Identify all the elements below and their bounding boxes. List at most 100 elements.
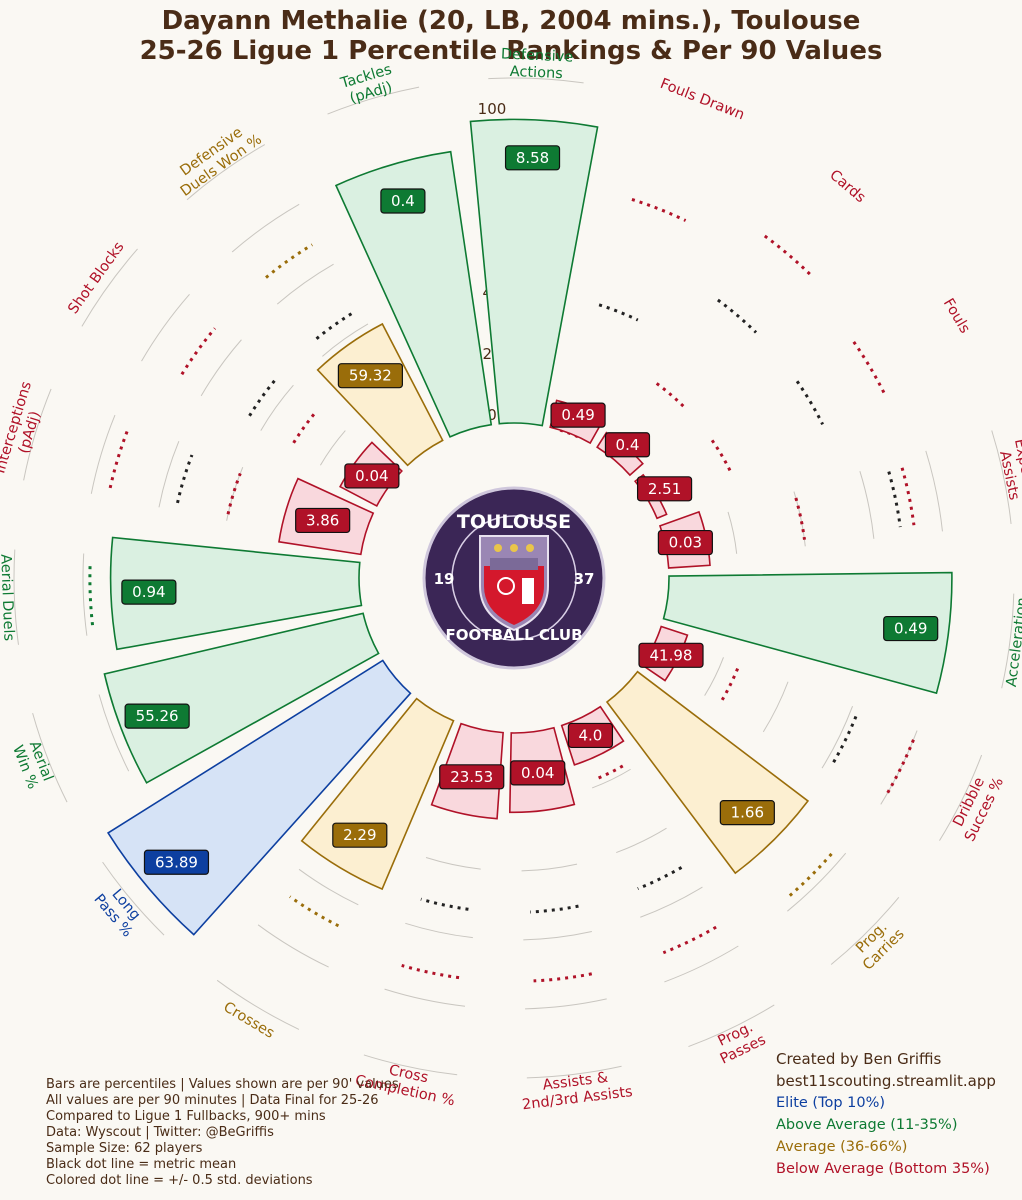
value-label: 0.49 [894, 620, 927, 638]
fleur-icon [494, 544, 502, 552]
value-label-box [510, 760, 566, 786]
grid-arc [704, 657, 724, 696]
grid-arc [1001, 593, 1015, 689]
footnote-line: Colored dot line = +/- 0.5 std. deviatio… [46, 1173, 313, 1188]
grid-arc [525, 998, 607, 1010]
value-label: 8.58 [516, 149, 549, 167]
grid-arc [81, 248, 138, 327]
value-label: 2.51 [648, 480, 681, 498]
grid-arc [830, 896, 900, 965]
grid-arc [319, 430, 346, 466]
sd-dot-line [108, 429, 129, 489]
grid-arc [226, 467, 244, 521]
grid-arc [591, 768, 631, 789]
value-label-box [380, 188, 426, 214]
sd-dot-line [292, 411, 317, 444]
category-label: Aerial Duels [0, 554, 17, 642]
grid-arc [82, 553, 88, 636]
value-label-box [604, 432, 651, 458]
grid-arc [523, 931, 592, 941]
logo-year-left: 19 [434, 570, 455, 588]
grid-arc [488, 77, 584, 84]
sd-dot-line [884, 739, 915, 797]
sd-dot-line [655, 382, 685, 408]
value-label: 63.89 [155, 853, 198, 871]
category-label: Fouls [940, 296, 973, 336]
grid-arc [260, 384, 294, 431]
grid-arc [859, 471, 875, 539]
sd-dot-line [720, 667, 740, 701]
grid-arc [616, 827, 667, 854]
grid-arc [664, 945, 739, 983]
footnote-line: Compared to Ligue 1 Fullbacks, 900+ mins [46, 1109, 326, 1124]
legend-average: Average (36-66%) [776, 1139, 908, 1155]
value-label: 0.03 [669, 534, 702, 552]
value-label: 2.29 [343, 826, 376, 844]
grid-arc [200, 339, 242, 397]
bar-prog- [605, 670, 810, 875]
value-label: 55.26 [136, 707, 179, 725]
value-label: 0.94 [132, 583, 165, 601]
grid-arc [102, 861, 165, 936]
grid-arc [762, 681, 789, 733]
value-label: 0.4 [391, 192, 415, 210]
title-line-1: Dayann Methalie (20, LB, 2004 mins.), To… [161, 6, 861, 36]
footnotes: Bars are percentiles | Values shown are … [46, 1077, 399, 1189]
grid-arc [13, 549, 19, 645]
radial-tick-label: 100 [478, 100, 507, 118]
fleur-icon [510, 544, 518, 552]
value-label: 4.0 [578, 726, 602, 744]
grid-arc [991, 430, 1012, 524]
grid-arc [640, 886, 703, 918]
logo-fleur-band [490, 558, 538, 570]
value-label: 0.49 [561, 406, 594, 424]
mean-dot-line [315, 311, 355, 340]
bars: 0.49 0.4 2.51 0.03 0.49 41.98 1.66 4.0 0.04 23.53… [103, 118, 953, 936]
sd-dot-line [593, 764, 624, 782]
credit-site: best11scouting.streamlit.app [776, 1072, 996, 1090]
mean-dot-line [795, 380, 824, 426]
logo-inner-ring [451, 515, 577, 641]
logo-year-right: 37 [574, 570, 595, 588]
grid-arc [186, 144, 266, 201]
sd-dot-line [852, 341, 886, 395]
grid-arc [405, 922, 473, 939]
value-label-box [638, 642, 704, 668]
fleur-icon [526, 544, 534, 552]
value-label-box [124, 703, 190, 729]
sd-dot-line [710, 439, 732, 472]
value-label: 41.98 [650, 646, 693, 664]
grid-arc [158, 440, 180, 508]
value-label-box [344, 463, 400, 489]
footnote-line: All values are per 90 minutes | Data Fin… [46, 1093, 379, 1108]
grid-arc [32, 713, 68, 803]
grid-arc [727, 511, 738, 554]
value-label-box [550, 402, 606, 428]
sd-dot-line [794, 497, 806, 540]
category-label: Shot Blocks [65, 239, 127, 317]
value-label: 0.04 [521, 764, 554, 782]
value-label-box [719, 800, 775, 826]
grid-arc [276, 263, 334, 305]
category-label: Cards [826, 167, 868, 206]
grid-arc [298, 868, 359, 906]
legend-below-average: Below Average (Bottom 35%) [776, 1161, 990, 1177]
footnote-line: Black dot line = metric mean [46, 1157, 237, 1172]
grid-arc [521, 863, 578, 872]
value-label-box [567, 722, 614, 749]
grid-arc [216, 979, 300, 1030]
category-label: Defensive [501, 46, 574, 65]
credits: Created by Ben Griffis best11scouting.st… [776, 1048, 996, 1180]
grid-arc [688, 1004, 775, 1048]
mean-dot-line [420, 897, 469, 911]
value-label: 1.66 [731, 804, 764, 822]
legend-above-average: Above Average (11-35%) [776, 1117, 958, 1133]
value-label: 0.4 [616, 436, 640, 454]
bar-tackles [334, 150, 493, 438]
value-label: 23.53 [450, 768, 493, 786]
grid-arc [327, 86, 420, 115]
sd-dot-line [180, 327, 217, 376]
title-line-2: 25-26 Ligue 1 Percentile Rankings & Per … [139, 36, 883, 66]
grid-arc [384, 988, 466, 1007]
sd-dot-line [662, 925, 717, 955]
